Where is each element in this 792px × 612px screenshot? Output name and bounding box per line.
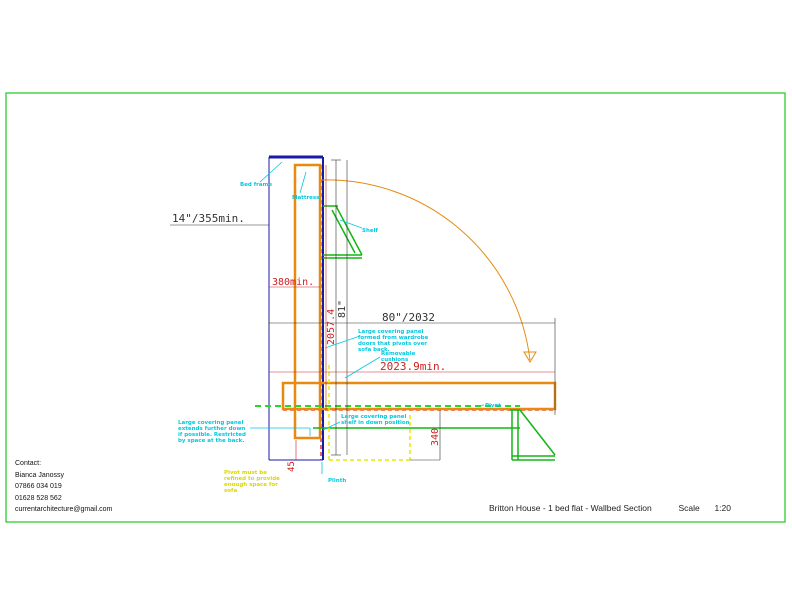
dim-length-min: 2023.9min.: [380, 360, 446, 373]
contact-name: Bianca Janossy: [15, 471, 65, 479]
title-block: Britton House - 1 bed flat - Wallbed Sec…: [489, 503, 731, 513]
note-bed-frame: Bed frame: [240, 182, 272, 188]
scale-label: Scale: [678, 503, 700, 513]
note-shelf: Shelf: [362, 228, 378, 234]
note-pivot: Pivot: [485, 403, 501, 409]
note-covering-panel-bottom: Large covering panel shelf in down posit…: [341, 414, 410, 426]
mattress-vertical: [293, 163, 322, 440]
svg-text:formed from wardrobe: formed from wardrobe: [358, 335, 429, 341]
scale-value: 1:20: [714, 503, 731, 513]
svg-text:extends further down: extends further down: [178, 426, 245, 432]
note-covering-panel-top: Large covering panel formed from wardrob…: [358, 329, 429, 353]
contact-phone-2: 01628 528 562: [15, 494, 62, 502]
svg-text:enough space for: enough space for: [224, 482, 278, 488]
shelf-upper: [323, 205, 363, 259]
dim-height-mm: 2057.4: [326, 309, 337, 345]
contact-phone-1: 07866 034 019: [15, 483, 62, 490]
dimension-lines-red: [269, 165, 555, 460]
contact-heading: Contact:: [15, 460, 42, 467]
svg-text:if possible. Restricted: if possible. Restricted: [178, 432, 246, 438]
swing-arc: [319, 179, 531, 361]
note-covering-panel-left: Large covering panel extends further dow…: [178, 420, 246, 444]
dim-length-in: 80"/2032: [382, 311, 435, 324]
swing-arrow: [523, 351, 537, 363]
svg-text:Large covering panel: Large covering panel: [341, 414, 407, 420]
svg-text:Large covering panel: Large covering panel: [178, 420, 244, 426]
svg-text:Removable: Removable: [381, 351, 416, 357]
svg-text:cushions: cushions: [381, 357, 409, 363]
svg-text:sofa back.: sofa back.: [358, 347, 390, 353]
note-mattress: Mattress: [292, 195, 320, 201]
dim-wall-gap: 14"/355min.: [172, 212, 245, 225]
dimension-lines: [170, 159, 556, 461]
contact-block: Contact: Bianca Janossy 07866 034 019 01…: [15, 458, 112, 516]
note-removable-cushions: Removable cushions: [381, 351, 416, 363]
shelf-lower: [313, 409, 556, 461]
plinth-outline: [328, 365, 411, 461]
svg-text:doors that pivots over: doors that pivots over: [358, 341, 427, 347]
dim-height-in: 81": [337, 300, 348, 318]
drawing-title: Britton House - 1 bed flat - Wallbed Sec…: [489, 503, 652, 513]
sheet-border: [5, 92, 786, 523]
svg-text:refined to provide: refined to provide: [224, 476, 280, 482]
dim-shelf-height: 340: [430, 428, 441, 446]
svg-text:Pivot must be: Pivot must be: [224, 470, 267, 476]
svg-text:shelf in down position: shelf in down position: [341, 420, 410, 426]
svg-text:Large covering panel: Large covering panel: [358, 329, 424, 335]
note-leaders: [250, 161, 485, 474]
svg-text:by space at the back.: by space at the back.: [178, 438, 244, 444]
dim-floor-gap: 45: [287, 461, 297, 472]
note-pivot-refine: Pivot must be refined to provide enough …: [224, 470, 280, 494]
contact-email: currentarchitecture@gmail.com: [15, 506, 113, 513]
dim-frame-width: 380min.: [272, 277, 314, 288]
svg-text:sofa: sofa: [224, 488, 237, 494]
note-plinth: Plinth: [328, 478, 346, 484]
